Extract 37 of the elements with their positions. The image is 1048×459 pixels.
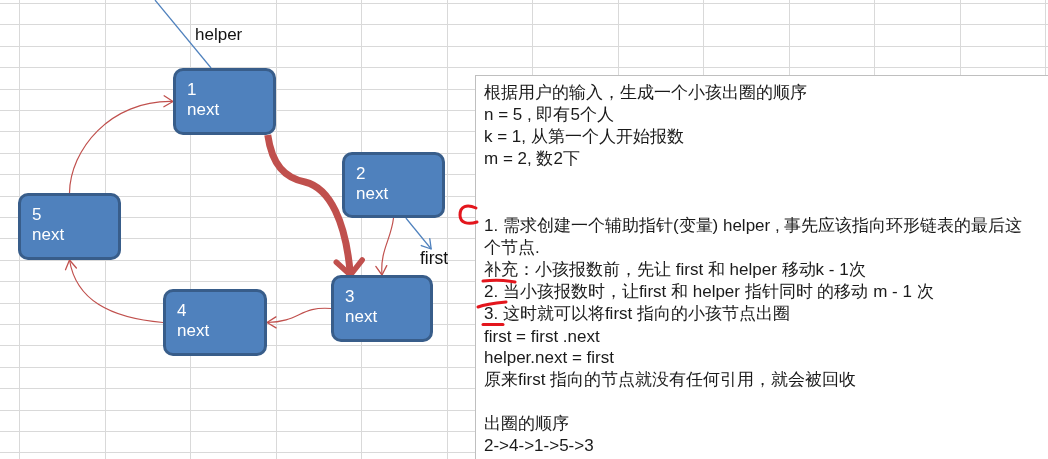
list-node-box [342,152,445,218]
note-text: n = 5 , 即有5个人 [484,105,614,123]
list-node-box [163,289,267,356]
next-label: next [32,225,65,245]
node-value: 3 [345,287,355,307]
arrow [375,217,395,276]
note-text: m = 2, 数2下 [484,149,580,167]
note-text: 2. 当小孩报数时，让first 和 helper 指针同时 的移动 m - 1 次 [484,282,934,300]
list-node-box [331,275,433,342]
note-text: k = 1, 从第一个人开始报数 [484,127,684,145]
note-text: 原来first 指向的节点就没有任何引用，就会被回收 [484,370,857,388]
arrow [266,307,332,329]
node-value: 2 [356,164,366,184]
arrow [264,134,365,278]
arrow [65,259,164,324]
node-value: 4 [177,301,187,321]
next-label: next [356,184,389,204]
node-value: 1 [187,80,197,100]
next-label: next [177,321,210,341]
note-text: 根据用户的输入，生成一个小孩出圈的顺序 [484,83,807,101]
note-text: 3. 这时就可以将first 指向的小孩节点出圈 [484,304,790,322]
note-text: 2->4->1->5->3 [484,436,594,454]
next-label: next [345,307,378,327]
pointer-label: first [420,249,449,267]
next-label: next [187,100,220,120]
list-node-box [18,193,121,260]
note-text: 出圈的顺序 [484,414,569,432]
arrow [405,217,432,250]
note-panel [475,75,1048,459]
node-value: 5 [32,205,42,225]
note-text: 补充：小孩报数前，先让 first 和 helper 移动k - 1次 [484,260,866,278]
note-text: helper.next = first [484,348,614,366]
note-text: 1. 需求创建一个辅助指针(变量) helper , 事先应该指向环形链表的最后这个节点. [484,215,1024,259]
arrow [68,95,174,194]
edge-label: helper [195,26,243,43]
list-node-box [173,68,276,135]
note-text: first = first .next [484,327,600,345]
